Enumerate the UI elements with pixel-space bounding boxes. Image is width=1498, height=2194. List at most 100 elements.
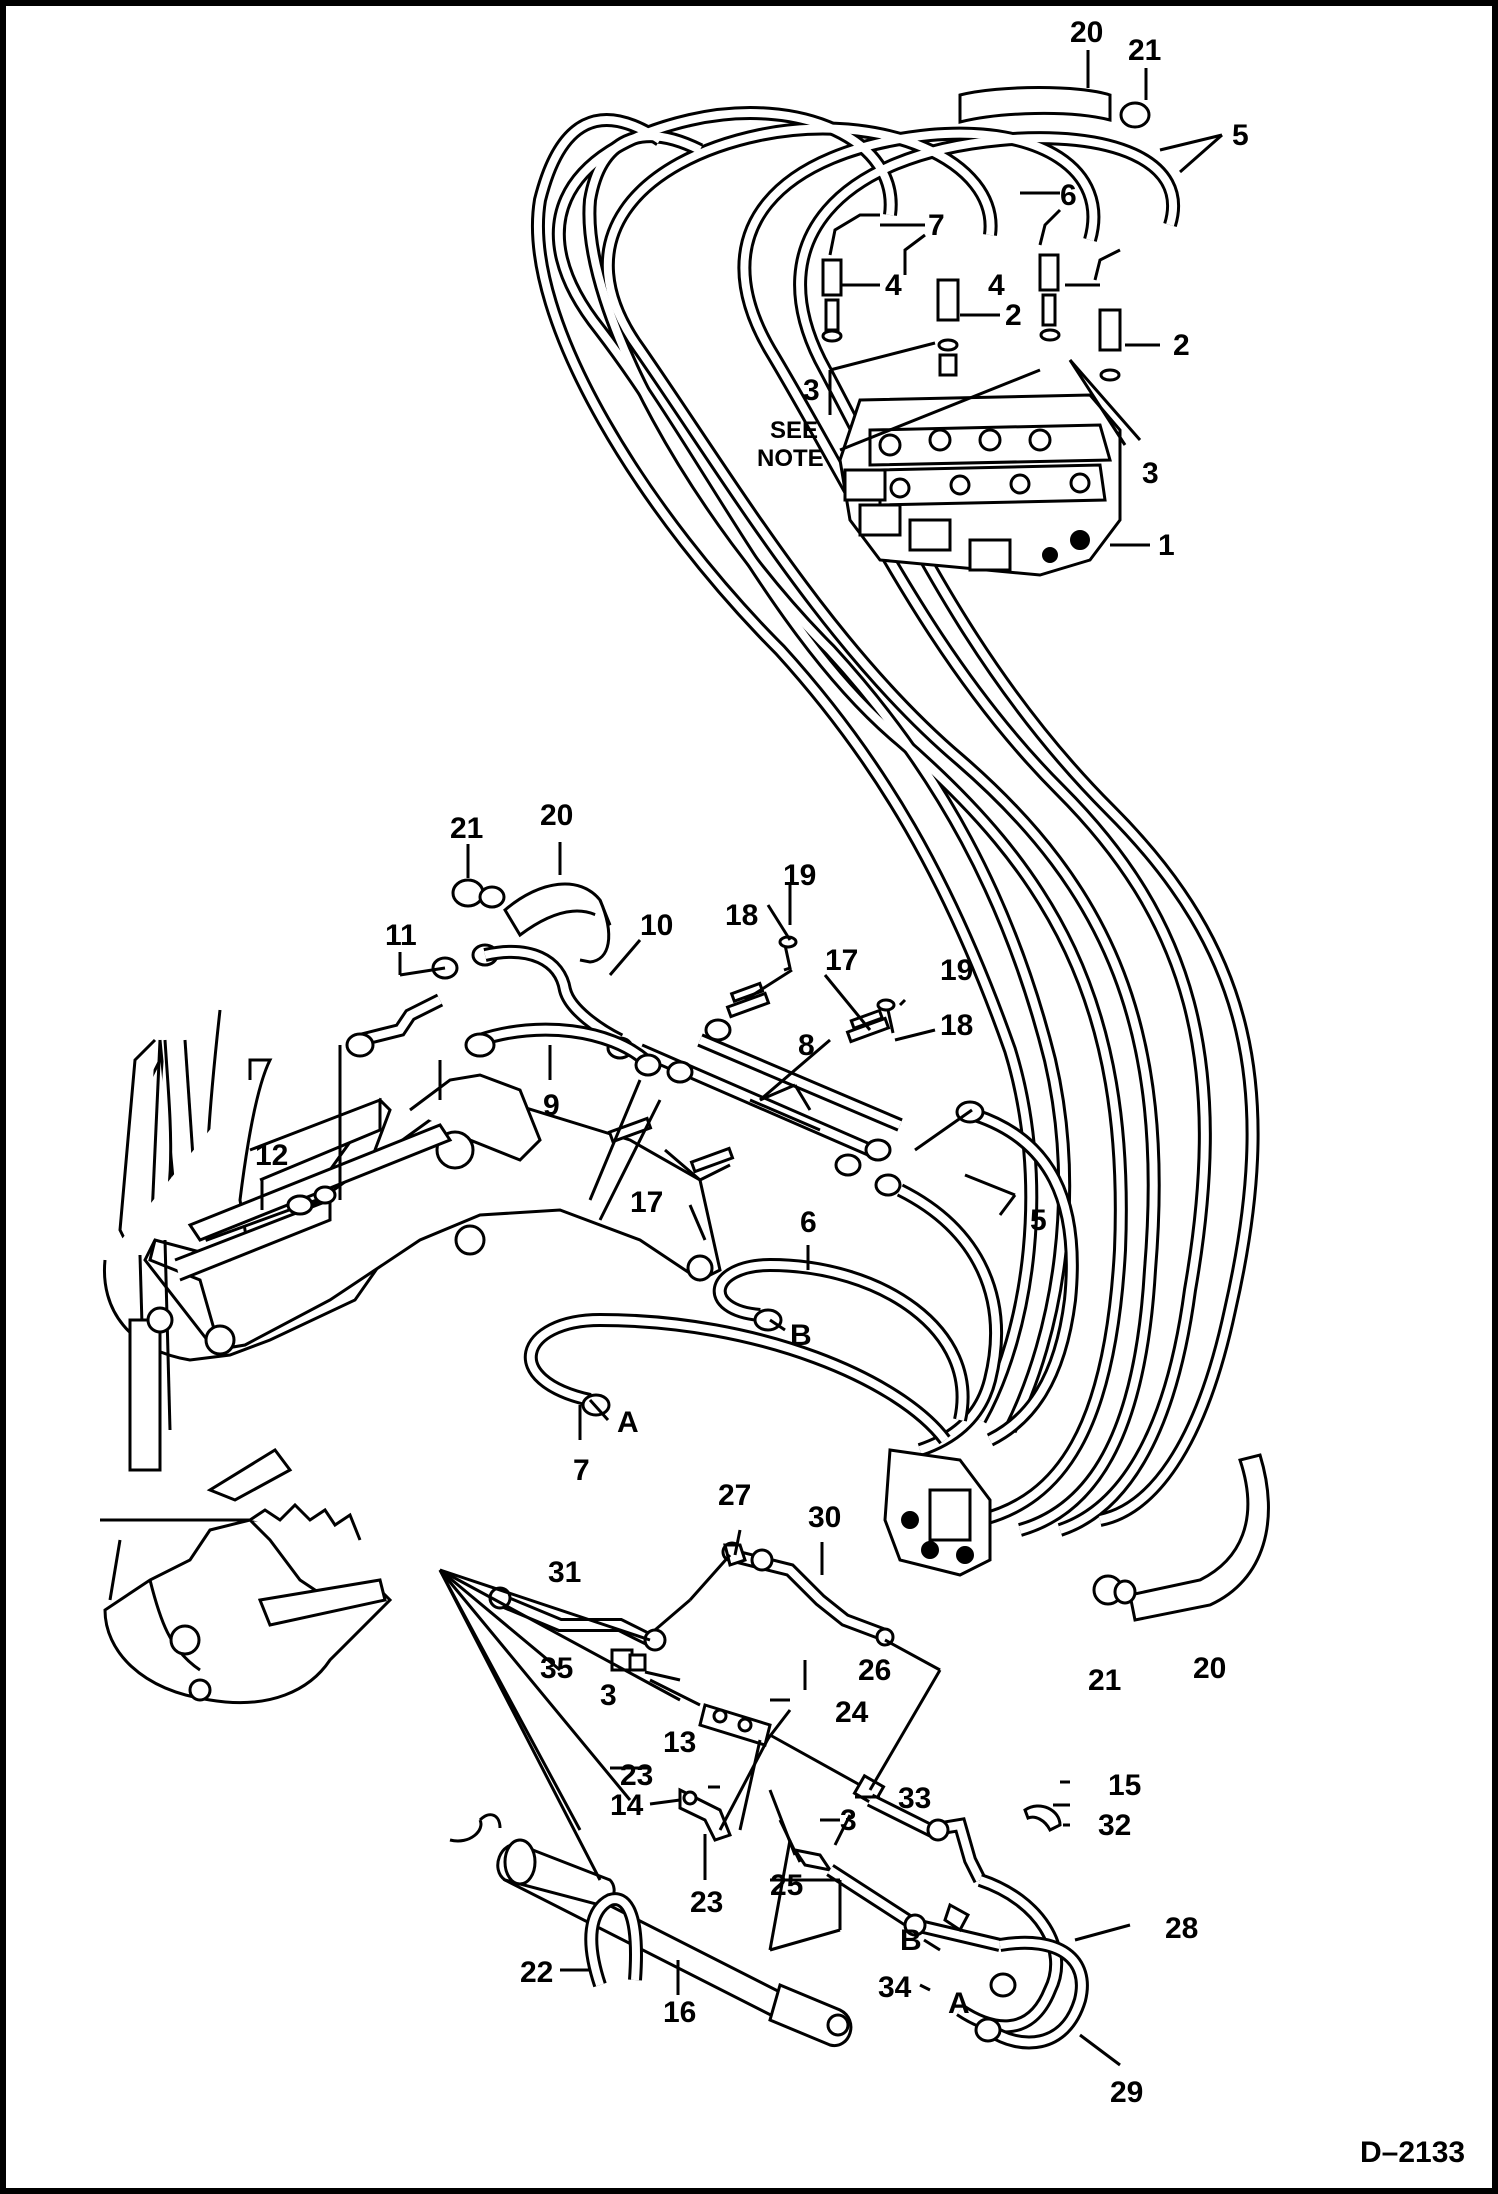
bundle-hose-core [603,124,1158,1534]
label-mid-21: 21 [450,812,483,845]
bundle-hose-core [740,129,1209,1534]
top-leaders [828,50,1223,547]
mid-leaders [260,842,1017,1440]
low-clamp-21 [1092,1574,1137,1606]
label-low-A: A [948,1987,970,2020]
label-mid-A: A [617,1406,639,1439]
control-valve [838,393,1122,577]
hose-10-11 [345,943,634,1060]
low-sleeve-20 [1128,1453,1270,1622]
label-mid-18a: 18 [725,899,758,932]
hose-22 [584,1892,643,1988]
label-top-21: 21 [1128,34,1161,67]
label-low-26: 26 [858,1654,891,1687]
clamps-17 [607,935,896,1174]
bundle-hose-core [534,116,1036,1422]
clip-32 [1023,1804,1062,1833]
hose-9 [464,1022,662,1077]
top-sleeve-20 [958,86,1112,124]
label-low-15: 15 [1108,1769,1141,1802]
bundle-hose-core [554,109,1125,1524]
label-mid-12: 12 [255,1139,288,1172]
bundle-hose-outline [551,106,1128,1527]
label-low-16: 16 [663,1996,696,2029]
swing-fitting-block [883,1448,992,1577]
label-top-2a: 2 [1005,299,1022,332]
label-low-28: 28 [1165,1912,1198,1945]
hose-28-29 [943,1873,1089,2050]
label-low-35: 35 [540,1652,573,1685]
bundle-hose-core [796,134,1257,1524]
block-13 [698,1703,772,1747]
label-low-23b: 23 [690,1886,723,1919]
label-mid-19b: 19 [940,954,973,987]
label-top-20: 20 [1070,16,1103,49]
label-mid-5: 5 [1030,1204,1047,1237]
label-low-25: 25 [770,1869,803,1902]
label-low-21: 21 [1088,1664,1121,1697]
tube-25 [791,1847,1002,1952]
hose-6 [712,1257,970,1422]
hose-5-mid [896,1100,1079,1457]
note-line-1: SEE [770,417,818,444]
drawing-code: D–2133 [1360,2136,1465,2169]
tube-31 [488,1586,667,1652]
boom-cylinder-12 [187,1123,453,1242]
label-top-7: 7 [928,209,945,242]
label-low-B: B [900,1924,922,1957]
label-mid-11: 11 [385,919,417,952]
label-mid-B: B [790,1319,812,1352]
label-top-1: 1 [1158,529,1175,562]
mid-sleeve-20 [503,882,612,964]
label-top-4a: 4 [885,269,902,302]
label-mid-6: 6 [800,1206,817,1239]
label-mid-17b: 17 [630,1186,663,1219]
label-top-3a: 3 [803,374,820,407]
cylinder-16 [449,1813,853,2047]
label-mid-18b: 18 [940,1009,973,1042]
hose-7 [523,1312,951,1445]
label-top-5: 5 [1232,119,1249,152]
label-low-34: 34 [878,1971,912,2004]
top-clamp-21 [1119,101,1151,129]
label-low-33: 33 [898,1782,931,1815]
tube-30 [721,1541,895,1647]
bracket-14 [678,1787,732,1842]
label-low-13: 13 [663,1726,696,1759]
label-mid-10: 10 [640,909,673,942]
label-low-3b: 3 [840,1804,857,1837]
label-mid-17a: 17 [825,944,858,977]
mid-clamp-21 [451,878,506,909]
label-mid-8: 8 [798,1029,815,1062]
label-top-4b: 4 [988,269,1005,302]
label-low-32: 32 [1098,1809,1131,1842]
boom-tubes-8 [637,1018,903,1197]
bucket [103,1502,393,1705]
label-top-2b: 2 [1173,329,1190,362]
label-mid-20: 20 [540,799,573,832]
label-top-3b: 3 [1142,457,1159,490]
label-low-31: 31 [548,1556,581,1589]
tube-33 [649,1678,987,1884]
label-low-23a: 23 [620,1759,653,1792]
label-mid-9: 9 [543,1089,560,1122]
lower-leaders [438,1529,1131,2067]
valve-fittings [821,208,1122,382]
label-mid-7: 7 [573,1454,590,1487]
label-low-14: 14 [610,1789,644,1822]
label-low-27: 27 [718,1479,751,1512]
label-low-22: 22 [520,1956,553,1989]
label-mid-19a: 19 [783,859,816,892]
label-low-30: 30 [808,1501,841,1534]
callout-labels: 20 21 5 6 7 4 4 2 2 3 3 1 SEE NOTE 21 20… [255,16,1465,2169]
hose-bundle [531,106,1260,1537]
note-line-2: NOTE [757,445,824,472]
boom-arm [128,1073,722,1502]
label-low-3a: 3 [600,1679,617,1712]
label-low-20: 20 [1193,1652,1226,1685]
label-low-29: 29 [1110,2076,1143,2109]
label-low-24: 24 [835,1696,869,1729]
